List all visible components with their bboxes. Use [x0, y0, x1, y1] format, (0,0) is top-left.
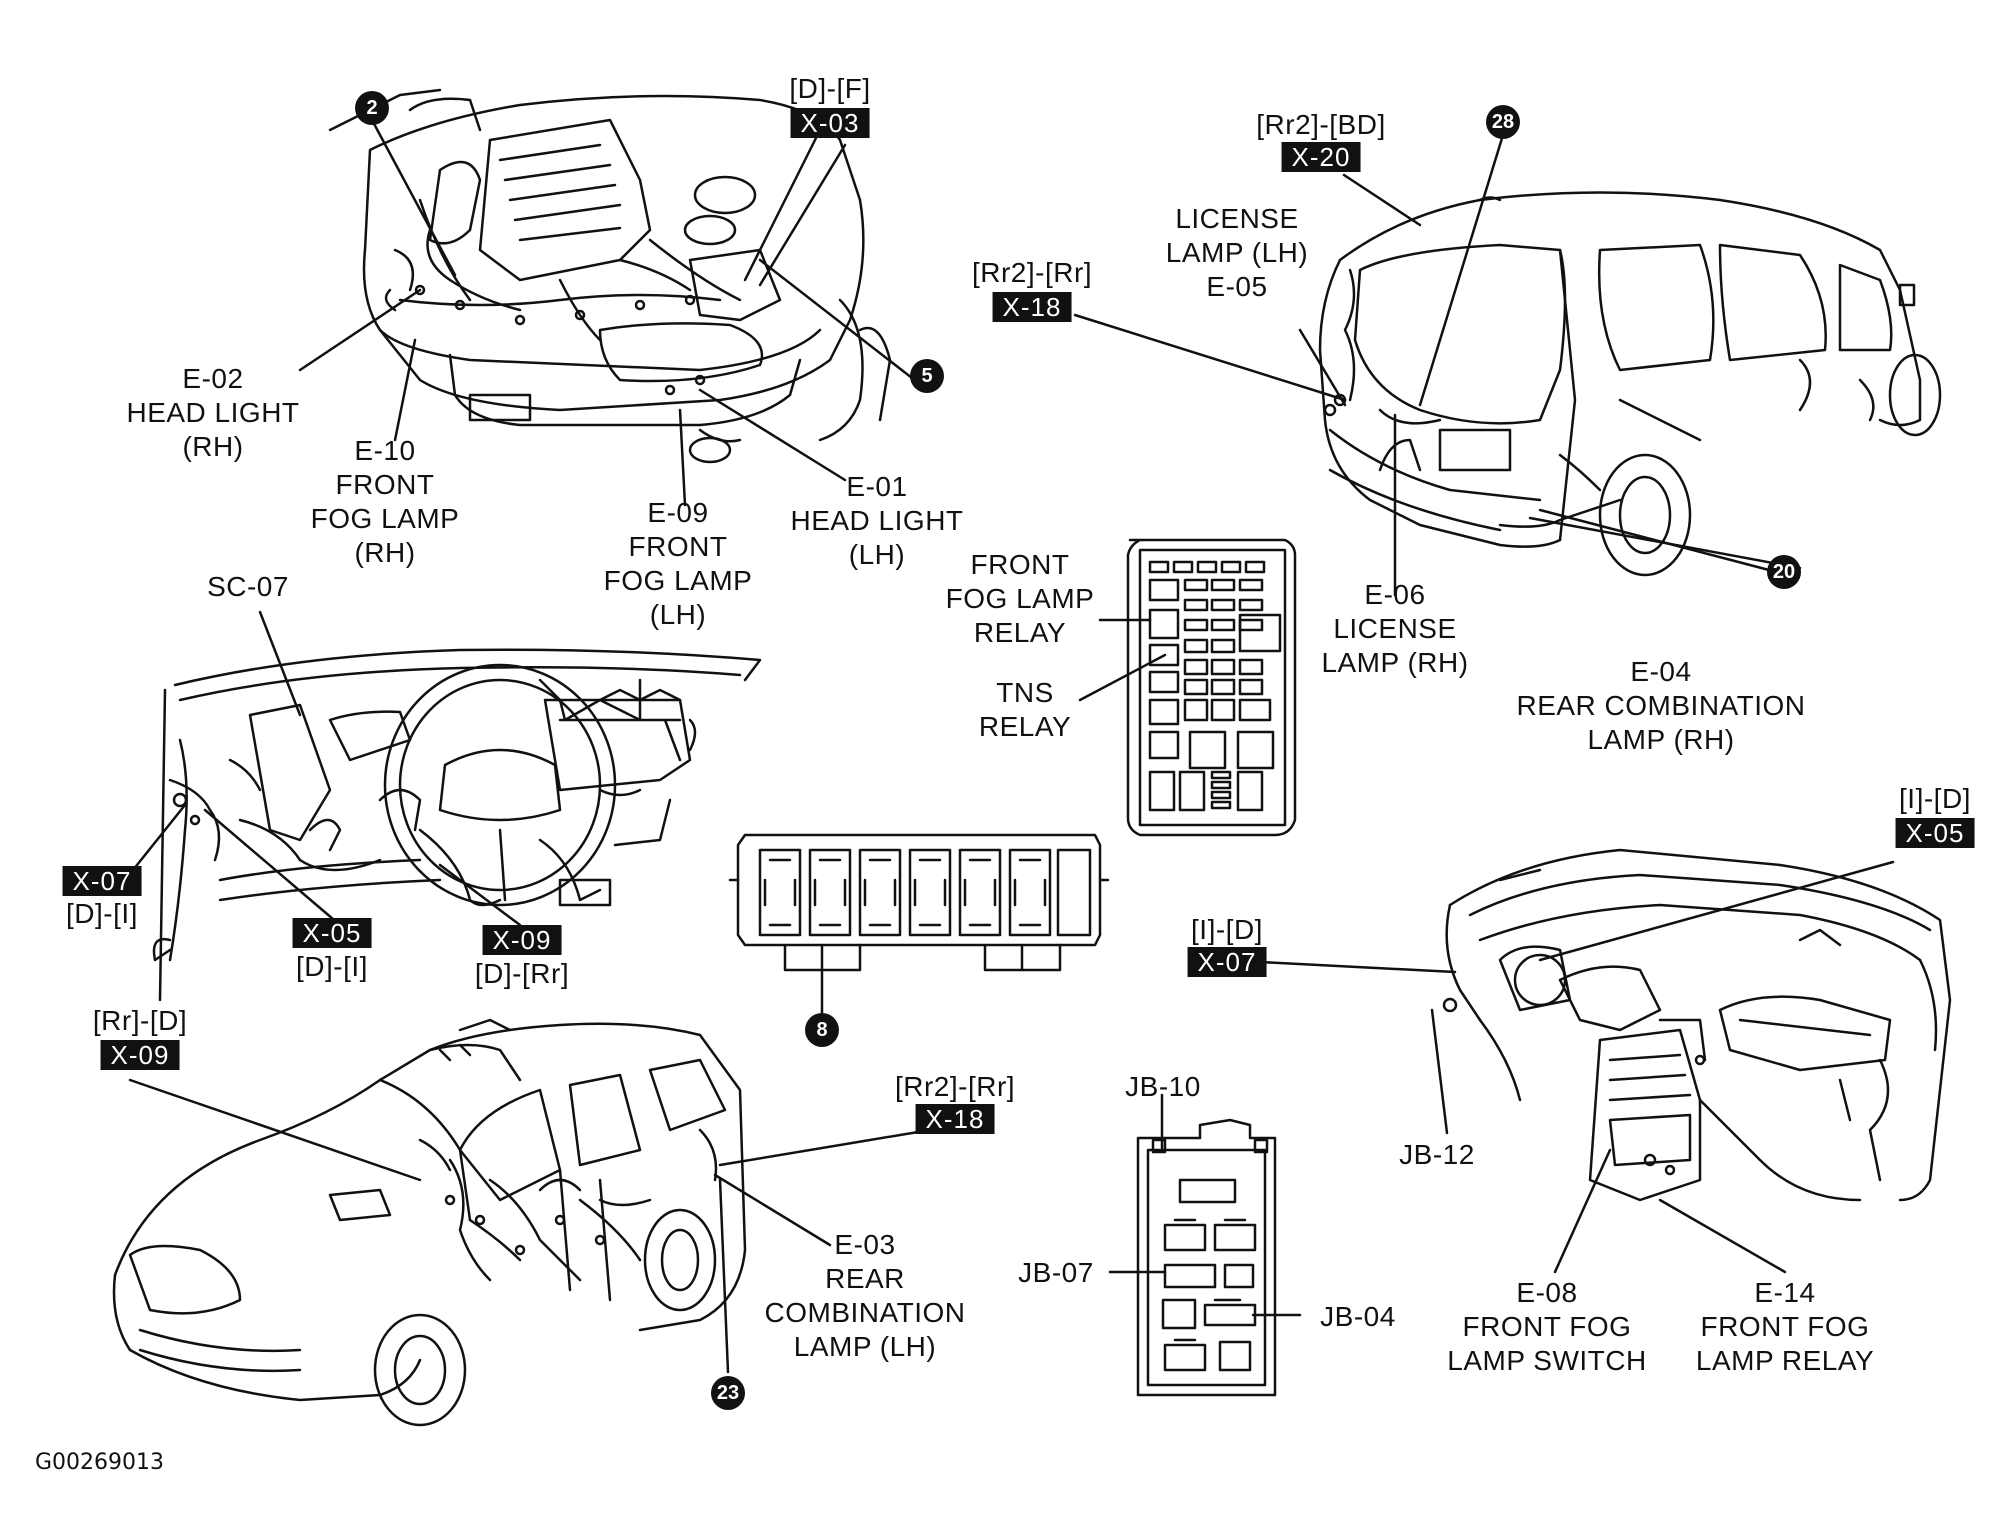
ground-point-2: 2: [355, 91, 389, 125]
connector-x05-left-tag: X-05: [292, 918, 372, 948]
connector-x05-left-route: [D]-[I]: [296, 951, 368, 982]
connector-x09-bottom-route: [Rr]-[D]: [92, 1005, 188, 1036]
label-jb10: JB-10: [1125, 1071, 1201, 1102]
connector-x09-bottom-tag: X-09: [100, 1040, 180, 1070]
label-jb12: JB-12: [1399, 1139, 1475, 1170]
label-jb07: JB-07: [1018, 1257, 1094, 1288]
connector-x07-right-route: [I]-[D]: [1191, 914, 1263, 945]
connector-x05-right-route: [I]-[D]: [1899, 783, 1971, 814]
connector-x18-bottom-route: [Rr2]-[Rr]: [894, 1071, 1016, 1102]
rear-van-illustration: [1318, 191, 1942, 577]
relay-box-leaders: [1078, 618, 1167, 702]
label-sc07: SC-07: [207, 571, 289, 602]
connector-x05-right-tag: X-05: [1895, 818, 1975, 848]
junction-block-leaders: [1108, 1093, 1302, 1317]
connector-x18-top-route: [Rr2]-[Rr]: [971, 257, 1093, 288]
rear-van-leaders: [1073, 133, 1802, 597]
connector-x20-tag: X-20: [1281, 142, 1361, 172]
ground-point-5: 5: [910, 359, 944, 393]
connector-x18-bottom-tag: X-18: [915, 1104, 995, 1134]
engine-bay-leaders: [298, 118, 914, 507]
relay-box-illustration: [1126, 538, 1297, 837]
ground-point-8: 8: [805, 1013, 839, 1047]
connector-x18-top-tag: X-18: [992, 292, 1072, 322]
connector-x07-right-tag: X-07: [1187, 947, 1267, 977]
front-van-illustration: [112, 1018, 747, 1427]
connector-x20-route: [Rr2]-[BD]: [1256, 109, 1386, 140]
junction-strip-illustration: [728, 833, 1110, 1017]
junction-block-illustration: [1136, 1118, 1277, 1397]
passenger-dashboard-illustration: [1442, 848, 1952, 1202]
ground-point-28: 28: [1486, 105, 1520, 139]
passenger-dashboard-leaders: [1258, 860, 1895, 1274]
connector-x07-left-tag: X-07: [62, 866, 142, 896]
connector-x07-left-route: [D]-[I]: [66, 898, 138, 929]
connector-x03-tag: X-03: [790, 108, 870, 138]
connector-x09-left-tag: X-09: [482, 925, 562, 955]
engine-bay-illustration: [328, 88, 892, 464]
connector-x03-route: [D]-[F]: [789, 73, 871, 104]
connector-x09-left-route: [D]-[Rr]: [474, 958, 570, 989]
front-van-leaders: [128, 1078, 932, 1374]
figure-code: G00269013: [35, 1450, 165, 1475]
label-jb04: JB-04: [1320, 1301, 1396, 1332]
ground-point-20: 20: [1767, 555, 1801, 589]
driver-dashboard-illustration: [152, 648, 762, 1002]
ground-point-23: 23: [711, 1376, 745, 1410]
